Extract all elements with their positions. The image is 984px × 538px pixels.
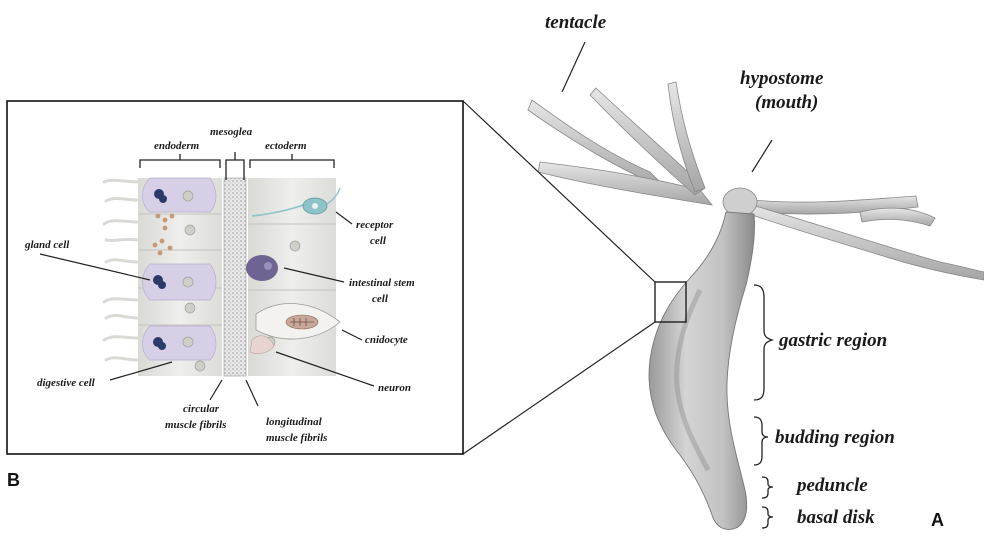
label-budding-region: budding region: [775, 427, 895, 448]
hypostome-leader: [752, 140, 772, 172]
label-circular: circular: [183, 403, 220, 415]
gland-cell-top: [143, 178, 217, 212]
label-ectoderm: ectoderm: [265, 140, 307, 152]
label-receptor-cell: receptor: [356, 219, 394, 231]
label-digestive-cell: digestive cell: [37, 377, 96, 389]
hydra-column: [649, 212, 754, 529]
label-hypostome: hypostome: [740, 68, 824, 89]
label-cnidocyte: cnidocyte: [365, 334, 408, 346]
intestinal-stem-cell: [246, 255, 278, 281]
label-circular-2: muscle fibrils: [165, 419, 226, 431]
label-mouth: (mouth): [755, 92, 818, 113]
label-peduncle: peduncle: [795, 475, 868, 496]
hydra-body: [528, 82, 984, 529]
label-gland-cell: gland cell: [24, 239, 70, 251]
panel-letter-b: B: [7, 470, 20, 490]
label-tentacle: tentacle: [545, 12, 607, 33]
zoom-line-bottom: [463, 322, 655, 454]
label-basal-disk: basal disk: [797, 507, 875, 528]
label-neuron: neuron: [378, 382, 411, 394]
label-intestinal-stem-cell: intestinal stem: [349, 277, 415, 289]
gastric-brace: [754, 285, 772, 400]
label-endoderm: endoderm: [154, 140, 200, 152]
label-longitudinal: longitudinal: [266, 416, 323, 428]
label-mesoglea: mesoglea: [210, 126, 253, 138]
label-longitudinal-2: muscle fibrils: [266, 432, 327, 444]
basal-disk-brace: [762, 507, 773, 528]
mesoglea-layer: [224, 178, 246, 376]
label-intestinal-stem-cell-2: cell: [372, 293, 389, 305]
label-receptor-cell-2: cell: [370, 235, 387, 247]
peduncle-brace: [762, 477, 773, 498]
tentacle-7: [860, 208, 935, 226]
label-gastric-region: gastric region: [778, 330, 887, 351]
budding-brace: [754, 417, 768, 465]
tentacle-leader: [562, 42, 585, 92]
panel-letter-a: A: [931, 510, 944, 530]
